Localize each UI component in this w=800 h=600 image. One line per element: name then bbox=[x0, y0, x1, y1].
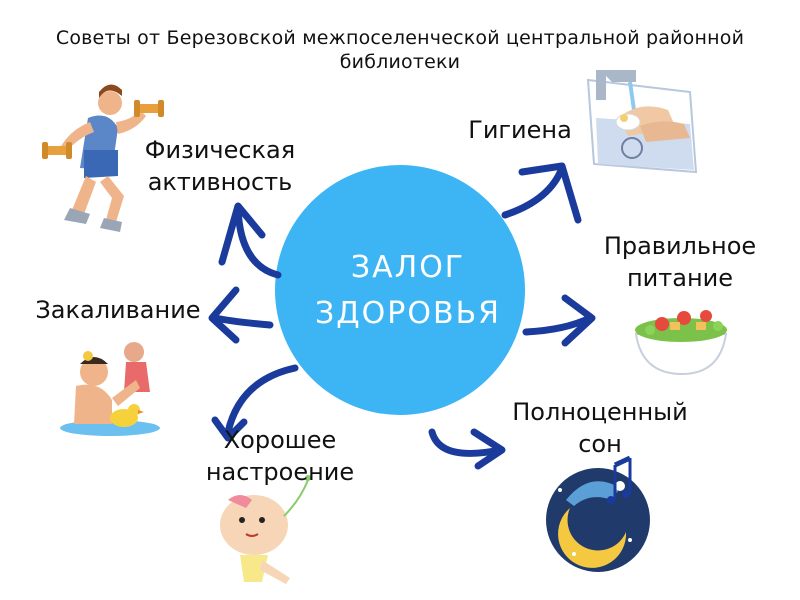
label-good-mood-line2: настроение bbox=[205, 458, 355, 486]
bathing-child-illustration bbox=[60, 342, 160, 436]
arrow-to-hardening bbox=[208, 286, 274, 344]
label-nutrition: Правильное питание bbox=[600, 230, 760, 294]
label-physical-activity-line2: активность bbox=[147, 168, 293, 196]
salad-bowl-illustration bbox=[634, 310, 728, 376]
arrow-to-mood bbox=[211, 364, 299, 442]
page-title: Советы от Березовской межпоселенческой ц… bbox=[55, 27, 745, 73]
arrow-to-sleep bbox=[428, 428, 506, 470]
label-physical-activity-line1: Физическая bbox=[144, 136, 296, 164]
happy-baby-illustration bbox=[220, 475, 311, 584]
label-physical-activity: Физическая активность bbox=[140, 134, 300, 198]
center-line-1: ЗАЛОГ bbox=[350, 250, 466, 285]
center-line-2: ЗДОРОВЬЯ bbox=[315, 296, 501, 331]
arrow-to-nutrition bbox=[522, 294, 596, 347]
center-circle bbox=[275, 165, 525, 415]
athlete-illustration bbox=[42, 84, 164, 232]
label-nutrition-line2: питание bbox=[626, 264, 734, 292]
label-hygiene: Гигиена bbox=[460, 114, 580, 146]
label-sleep: Полноценный сон bbox=[510, 396, 690, 460]
label-nutrition-line1: Правильное bbox=[603, 232, 757, 260]
arrow-to-activity bbox=[218, 202, 282, 279]
center-label: ЗАЛОГ ЗДОРОВЬЯ bbox=[288, 245, 528, 337]
label-good-mood: Хорошее настроение bbox=[200, 424, 360, 488]
sleeping-moon-illustration bbox=[546, 455, 650, 572]
label-hardening-line1: Закаливание bbox=[35, 296, 201, 324]
label-hygiene-line1: Гигиена bbox=[468, 116, 572, 144]
arrow-to-hygiene bbox=[501, 162, 582, 224]
handwashing-illustration bbox=[586, 70, 698, 174]
label-hardening: Закаливание bbox=[28, 294, 208, 326]
label-sleep-line1: Полноценный bbox=[512, 398, 688, 426]
label-good-mood-line1: Хорошее bbox=[223, 426, 337, 454]
label-sleep-line2: сон bbox=[578, 430, 622, 458]
